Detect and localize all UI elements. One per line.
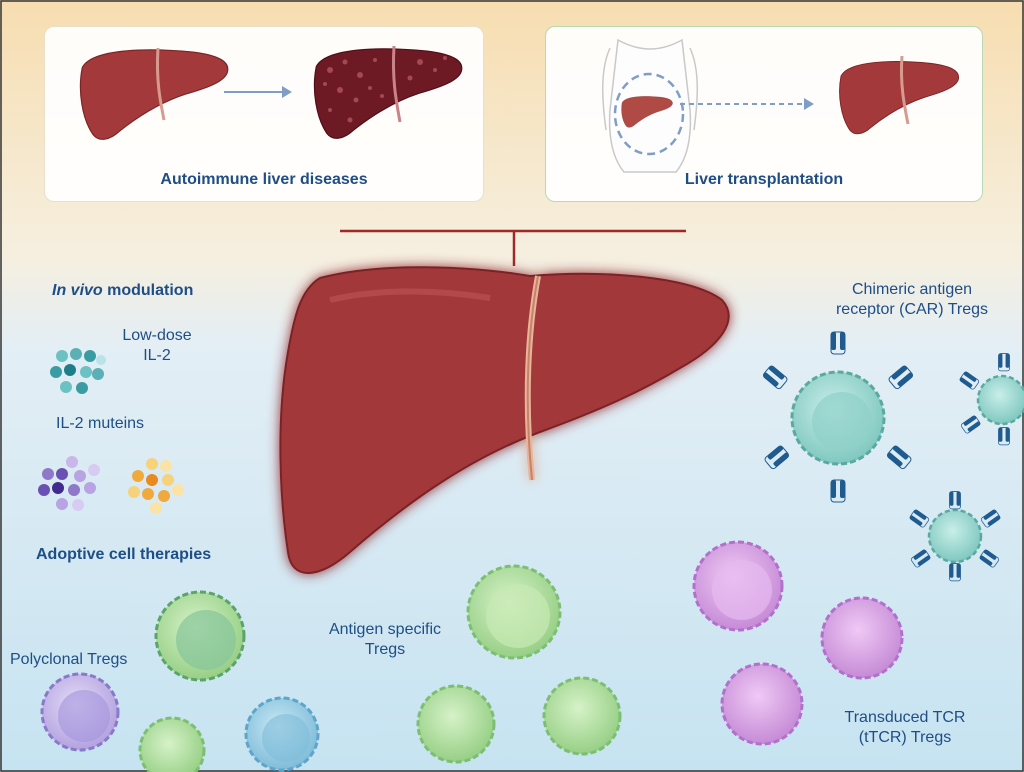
- diseased-liver-icon: [313, 45, 463, 139]
- antigen-specific-treg-cell: [416, 684, 496, 764]
- in-vivo-modulation-heading: In vivo modulation: [52, 282, 194, 299]
- il2-muteins-label: IL-2 muteins: [56, 415, 145, 432]
- ttcr-treg-cell: [692, 540, 784, 632]
- il2-mutein-orange-icon: [128, 458, 184, 514]
- polyclonal-treg-cell: [154, 590, 246, 682]
- arrow-right-icon: [224, 86, 292, 98]
- antigen-specific-treg-cell: [466, 564, 562, 660]
- liver-location-outline: [613, 72, 685, 156]
- transplanted-liver-icon: [839, 55, 960, 135]
- healthy-liver-icon: [79, 47, 229, 140]
- adoptive-cell-therapies-heading: Adoptive cell therapies: [36, 546, 212, 563]
- dashed-arrow-icon: [680, 98, 814, 110]
- il2-mutein-purple-icon: [38, 456, 100, 511]
- polyclonal-treg-cell: [244, 696, 320, 772]
- car-treg-cell: [958, 353, 1024, 446]
- antigen-specific-tregs-label: Antigen specific Tregs: [328, 621, 442, 658]
- polyclonal-treg-cell: [138, 716, 206, 772]
- car-treg-cell: [908, 491, 1002, 582]
- car-treg-cell: [761, 331, 915, 503]
- polyclonal-tregs-label: Polyclonal Tregs: [10, 651, 128, 668]
- ttcr-tregs-label: Transduced TCR (tTCR) Tregs: [844, 709, 966, 746]
- polyclonal-treg-cell: [40, 672, 120, 752]
- low-dose-il2-label: Low-dose IL-2: [122, 327, 192, 364]
- autoimmune-title: Autoimmune liver diseases: [160, 171, 368, 188]
- ttcr-treg-cell: [820, 596, 904, 680]
- antigen-specific-treg-cell: [542, 676, 622, 756]
- car-tregs-label: Chimeric antigen receptor (CAR) Tregs: [835, 281, 989, 318]
- ttcr-treg-cell: [720, 662, 804, 746]
- transplant-title: Liver transplantation: [684, 171, 844, 188]
- connector-line: [340, 229, 686, 266]
- low-dose-il2-icon: [50, 348, 106, 394]
- central-liver-icon: [279, 266, 730, 574]
